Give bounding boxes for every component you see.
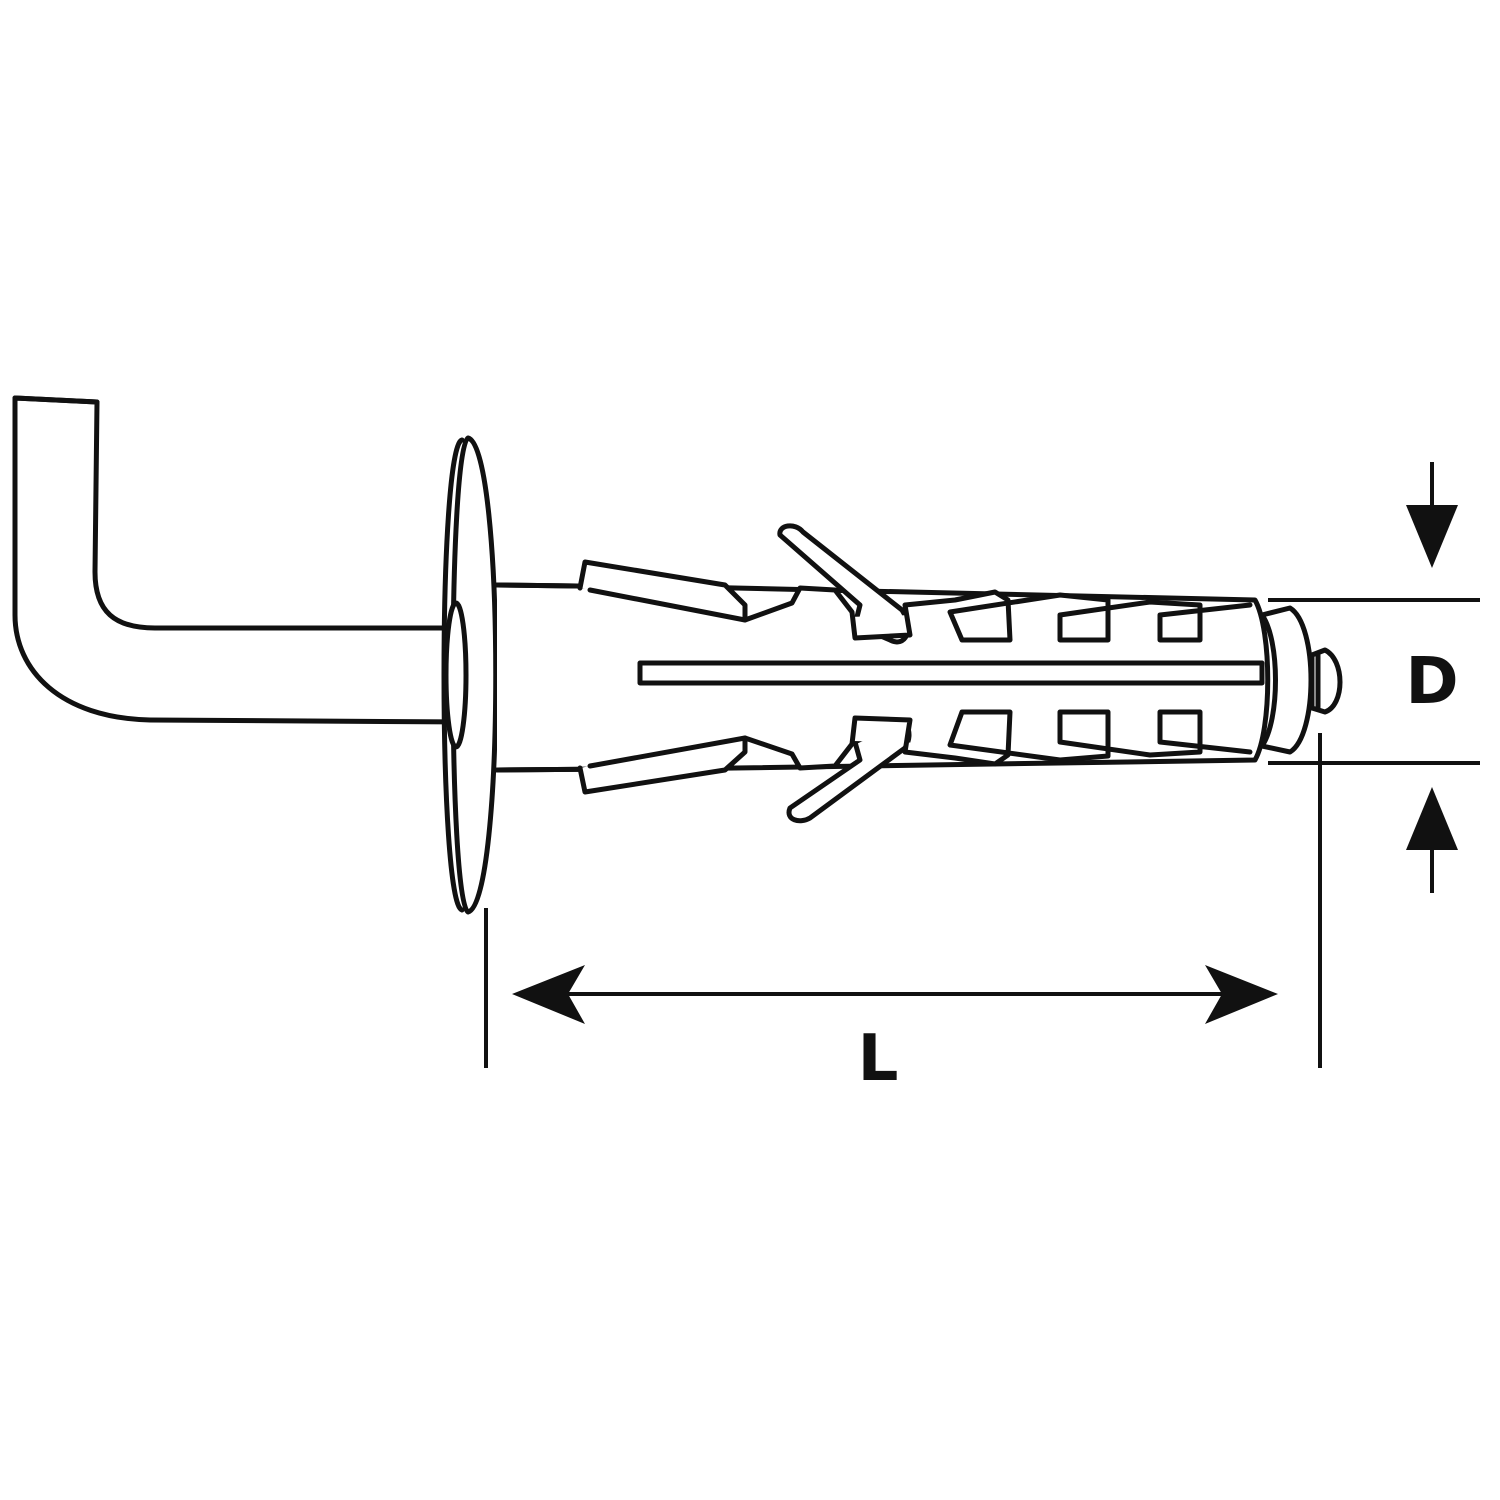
- tip-nut: [1259, 605, 1343, 755]
- plug-sleeve: [494, 523, 1271, 824]
- hook-cut-top: [12, 395, 100, 405]
- center-slot: [637, 660, 1265, 686]
- collar-hole: [443, 600, 469, 750]
- teeth-bottom: [742, 709, 1253, 771]
- collar-face: [450, 435, 499, 915]
- d-arrow-bottom-head: [1406, 787, 1458, 850]
- l-arrow-left-head: [512, 965, 585, 1024]
- hook: [12, 395, 473, 725]
- dimension-label-d: D: [1405, 645, 1458, 719]
- teeth-top: [742, 585, 1253, 643]
- l-arrow-right-head: [1205, 965, 1278, 1024]
- d-arrow-top-head: [1406, 505, 1458, 568]
- dimension-d: D: [1268, 462, 1480, 893]
- tip-ring: [1259, 605, 1314, 755]
- fin-top: [577, 559, 748, 623]
- dimension-label-l: L: [858, 1022, 899, 1096]
- collar-disc: [441, 435, 499, 915]
- barb-top: [777, 523, 911, 645]
- fin-bottom: [577, 735, 748, 795]
- dimension-l: L: [484, 733, 1322, 1096]
- hook-body: [12, 395, 473, 725]
